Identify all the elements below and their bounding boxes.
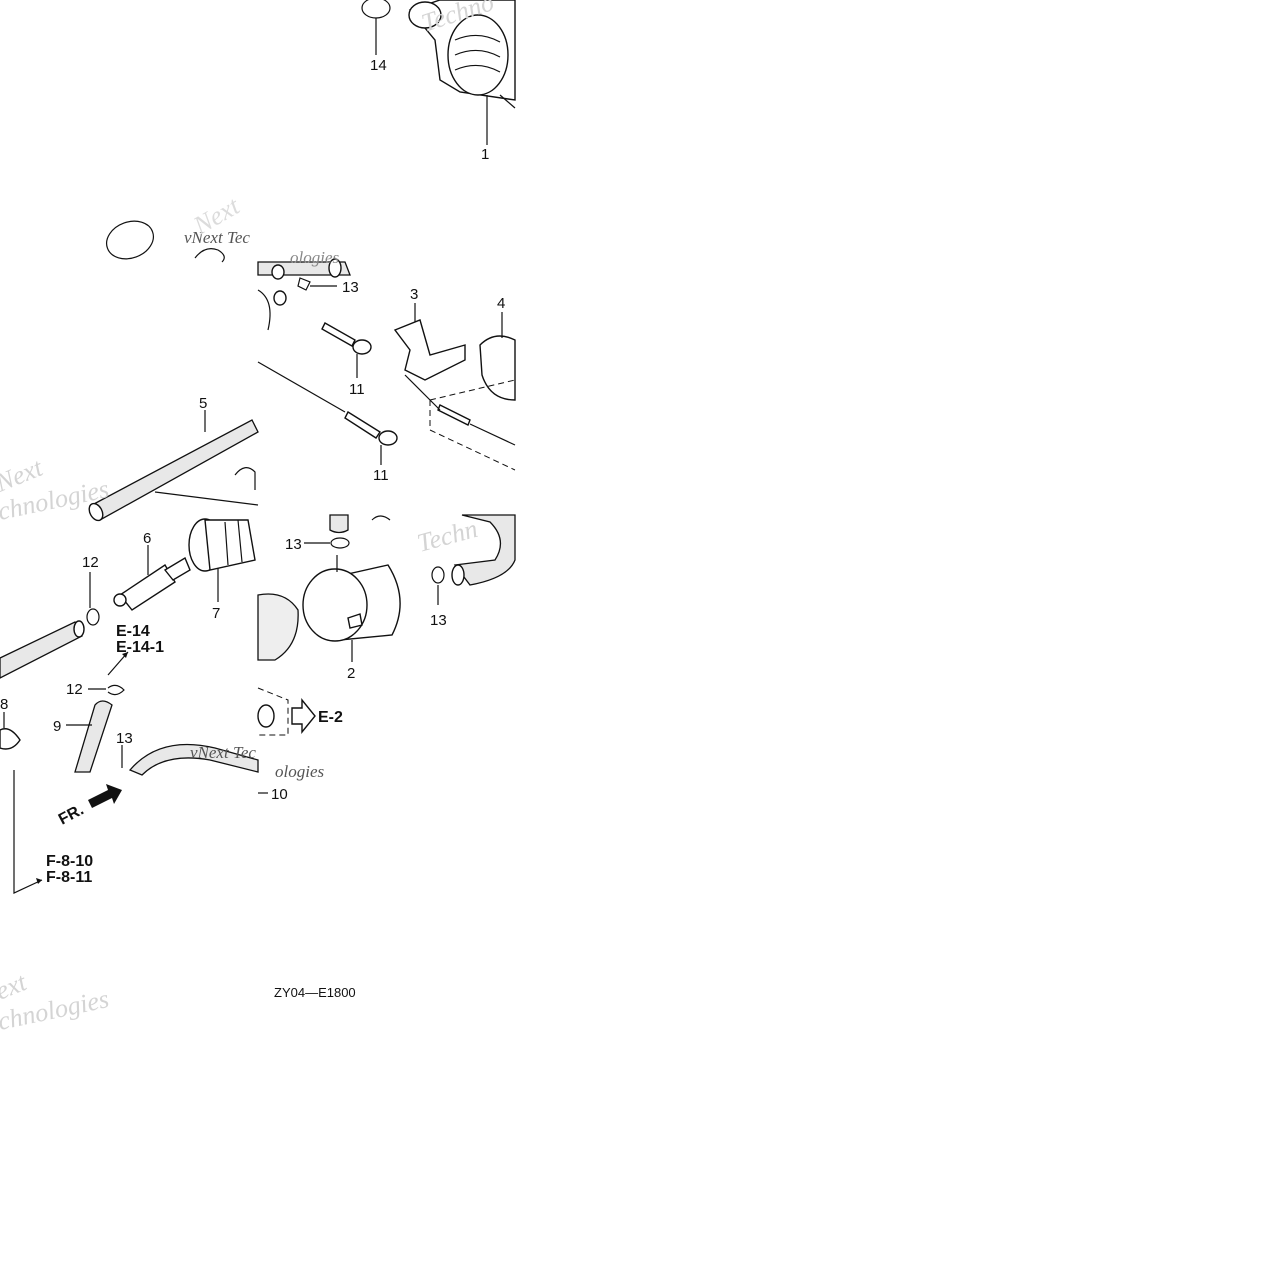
watermark-text: Techn (414, 514, 481, 558)
callout-11: 11 (349, 381, 365, 398)
callout-11: 11 (373, 467, 389, 484)
ref-f-8-11: F-8-11 (46, 869, 92, 886)
hose-5 (88, 410, 259, 522)
callout-13: 13 (285, 536, 302, 553)
callout-13: 13 (116, 730, 133, 747)
diagram-code: ZY04—E1800 (274, 985, 356, 1000)
upper-left-fragment (106, 220, 225, 263)
callout-14: 14 (370, 57, 387, 74)
ref-e-14: E-14 (116, 623, 150, 640)
callout-4: 4 (497, 295, 505, 312)
callout-2: 2 (347, 665, 355, 682)
ref-e-2: E-2 (318, 709, 343, 726)
callout-7: 7 (212, 605, 220, 622)
watermark-text: ext (0, 967, 31, 1006)
callout-12: 12 (66, 681, 83, 698)
ref-e-14-1: E-14-1 (116, 639, 164, 656)
callout-5: 5 (199, 395, 207, 412)
callout-13: 13 (342, 279, 359, 296)
callout-3: 3 (410, 286, 418, 303)
air-cleaner-assembly (257, 514, 516, 794)
callout-9: 9 (53, 718, 61, 735)
watermark-text: ologies (290, 248, 339, 267)
callout-1: 1 (481, 146, 489, 163)
front-direction-indicator (13, 770, 122, 894)
front-label: FR. (56, 801, 87, 828)
ref-f-8-10: F-8-10 (46, 853, 93, 870)
callout-8: 8 (0, 696, 8, 713)
callout-12: 12 (82, 554, 99, 571)
callout-6: 6 (143, 530, 151, 547)
callout-13: 13 (430, 612, 447, 629)
watermark-text: ologies (275, 762, 324, 781)
bracket-and-bolts (257, 258, 516, 471)
callout-10: 10 (271, 786, 288, 803)
watermark-text: vNext Tec (184, 228, 250, 247)
throttle-body-assembly (361, 0, 516, 145)
watermark-text: vNext Tec (190, 743, 256, 762)
fuel-filter-assembly (0, 518, 259, 776)
